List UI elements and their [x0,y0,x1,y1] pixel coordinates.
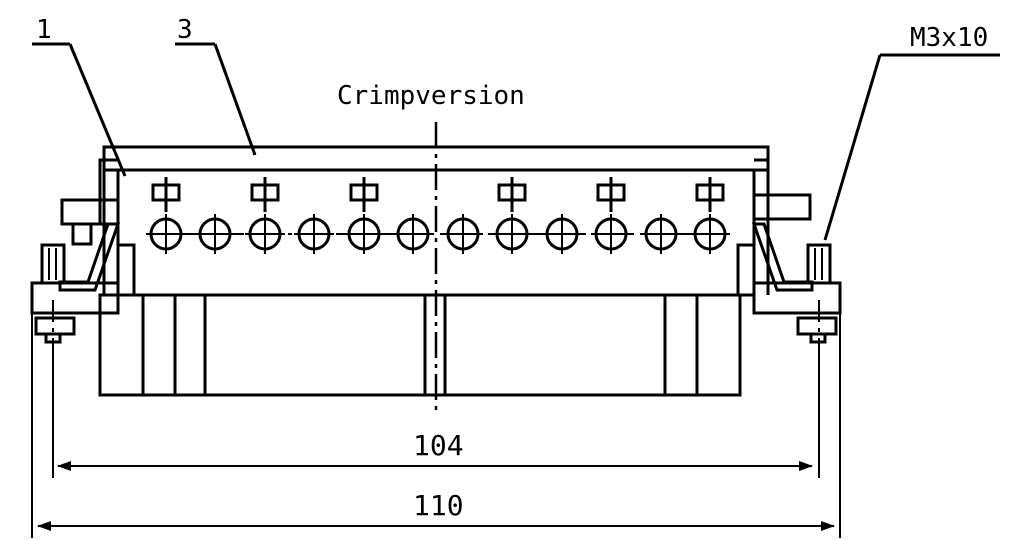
section-label: Crimpversion [337,81,525,111]
lower-housing [98,293,742,397]
callout-1-label: 1 [36,15,52,45]
contact-10 [591,177,631,254]
contact-5 [344,177,384,254]
dimension-110-value: 110 [413,489,464,522]
contact-row [146,177,730,254]
contact-3 [245,177,285,254]
dimension-110: 110 [31,313,841,538]
contact-marker-12 [695,177,725,212]
callout-1-leader [32,42,127,177]
contact-marker-8 [497,177,527,212]
contact-12 [690,177,730,254]
left-screw [34,243,76,344]
contact-marker-1 [151,177,181,212]
contact-marker-10 [596,177,626,212]
dimension-104-value: 104 [413,429,464,462]
callout-3-leader [175,42,257,156]
callout-3-label: 3 [177,15,193,45]
right-screw [796,243,838,344]
screw-callout-leader [823,53,1000,241]
dimension-104: 104 [52,340,820,478]
contact-marker-3 [250,177,280,212]
contact-1 [146,177,186,254]
contact-8 [492,177,532,254]
contact-marker-5 [349,177,379,212]
screw-label: M3x10 [910,23,988,53]
